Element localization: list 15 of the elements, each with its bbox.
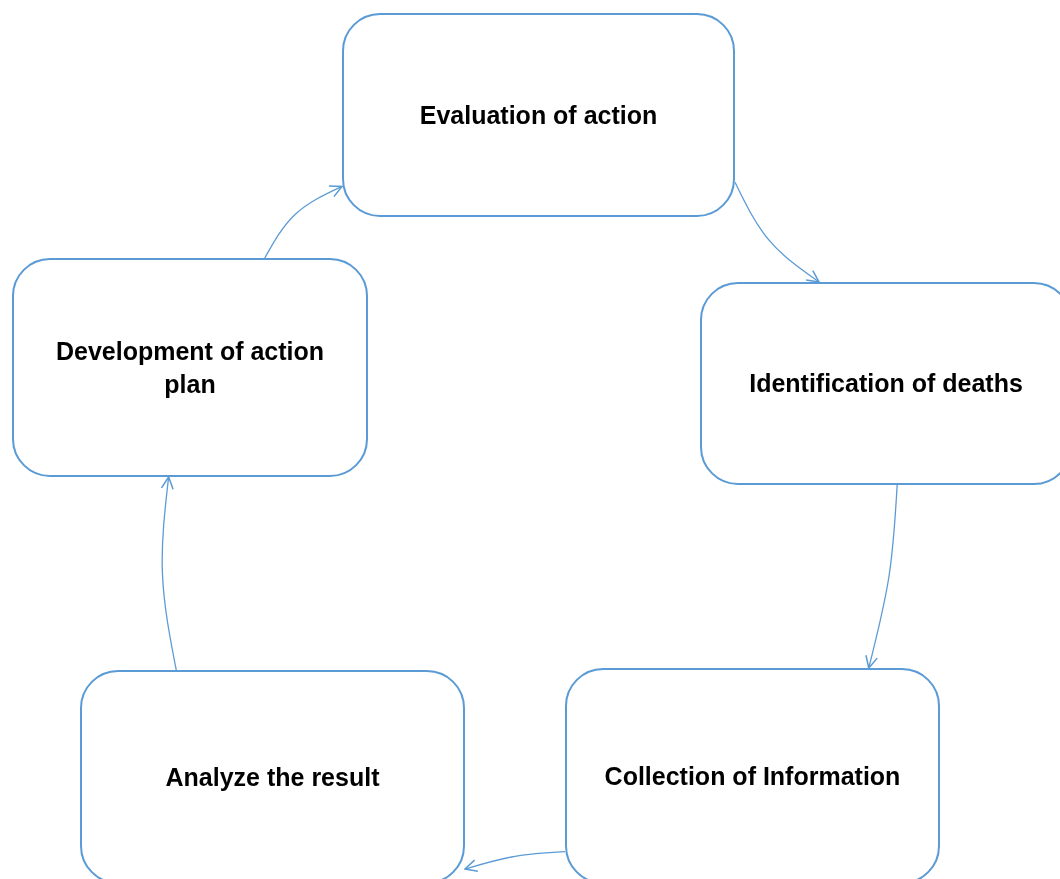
- step-label: Collection of Information: [603, 760, 902, 792]
- step-box: [342, 13, 735, 217]
- step-label: Analyze the result: [164, 761, 381, 793]
- step-box: [565, 668, 940, 879]
- step-box: [700, 282, 1060, 485]
- step-label: Evaluation of action: [418, 99, 659, 131]
- arrow: [865, 484, 898, 669]
- arrow: [734, 181, 820, 283]
- step-box: [12, 258, 368, 477]
- arrow: [264, 185, 343, 259]
- arrow: [464, 850, 566, 873]
- step-label: Identification of deaths: [748, 368, 1024, 400]
- step-box: [80, 670, 465, 879]
- arrow: [160, 476, 177, 671]
- step-label: Development of action plan: [54, 336, 326, 400]
